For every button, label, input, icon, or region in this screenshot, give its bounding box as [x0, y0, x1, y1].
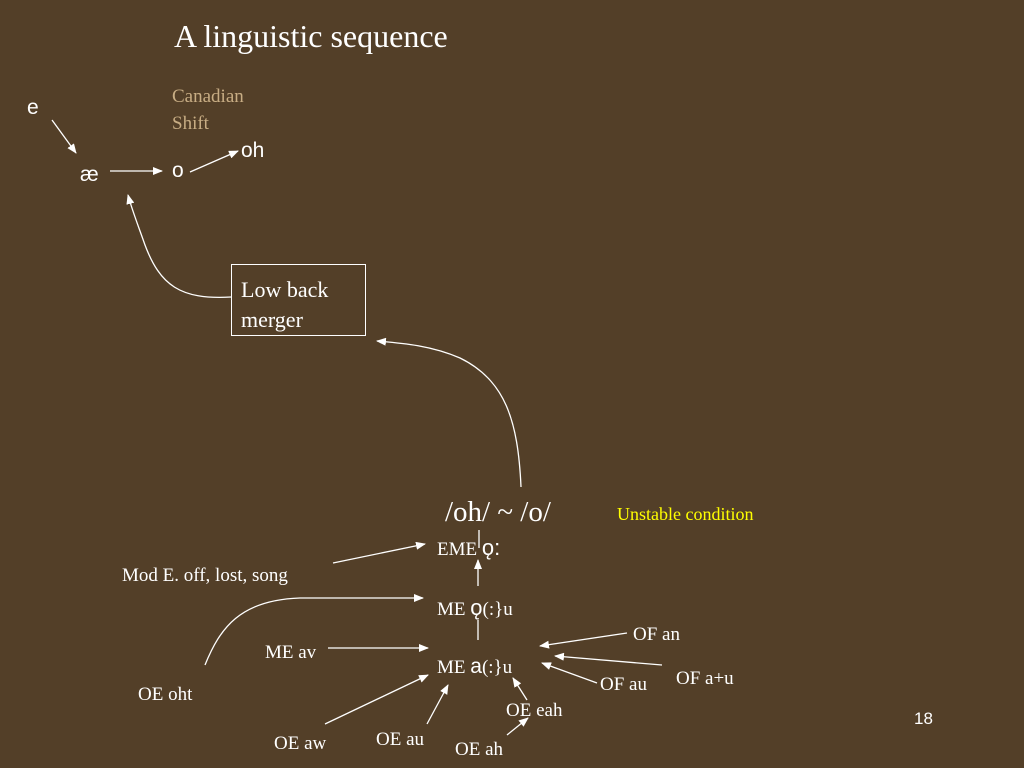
- me-ou-vowel: ǫ: [470, 595, 483, 620]
- me-au-vowel: a: [470, 655, 482, 678]
- source-oe-ah: OE ah: [455, 739, 504, 760]
- vowel-e: e: [27, 96, 39, 119]
- arrow-o-to-oh: [189, 150, 239, 173]
- source-oe-au: OE au: [376, 729, 425, 750]
- low-back-merger-box: Low back merger: [231, 264, 366, 336]
- canadian-shift-label-line1: Canadian: [172, 86, 244, 107]
- arrow-merger-to-ae: [126, 194, 232, 299]
- me-ou-prefix: ME: [437, 599, 471, 620]
- source-of-a-plus-u: OF a+u: [676, 668, 734, 689]
- page-number: 18: [914, 709, 933, 728]
- source-oe-oht: OE oht: [138, 684, 193, 705]
- vowel-o: o: [172, 159, 184, 182]
- merger-box-line2: merger: [241, 307, 303, 332]
- arrow-oh-to-merger: [376, 337, 522, 488]
- me-ou-suffix: (:}u: [482, 599, 513, 620]
- me-au-prefix: ME: [437, 657, 471, 678]
- unstable-condition-label: Unstable condition: [617, 504, 754, 524]
- me-au-suffix: (:}u: [481, 657, 513, 678]
- arrow-oeah-to-oeeah: [506, 717, 529, 736]
- arrow-mode-to-eme: [332, 541, 426, 564]
- me-ou-label: ME ǫ(:}u: [437, 595, 513, 620]
- source-me-av: ME av: [265, 642, 317, 663]
- arrow-ofan-to-meau: [539, 632, 628, 649]
- eme-vowel: ǫ:: [481, 535, 501, 560]
- eme-prefix: EME: [437, 539, 482, 560]
- source-oe-eah: OE eah: [506, 700, 563, 721]
- me-au-label: ME a(:}u: [437, 656, 512, 677]
- slide-title: A linguistic sequence: [174, 18, 448, 54]
- source-of-an: OF an: [633, 624, 680, 645]
- source-of-au: OF au: [600, 674, 647, 695]
- source-mod-e: Mod E. off, lost, song: [122, 565, 288, 586]
- arrow-oeau-to-meau: [426, 684, 449, 725]
- arrow-e-to-ae: [51, 119, 77, 154]
- oh-o-label: /oh/ ~ /o/: [445, 496, 551, 528]
- arrow-oeoht-to-meou: [204, 594, 424, 666]
- vowel-ae: æ: [80, 163, 99, 186]
- eme-label: EME ǫ:: [437, 535, 501, 560]
- arrow-oeaw-to-meau: [324, 674, 429, 725]
- canadian-shift-label-line2: Shift: [172, 113, 209, 134]
- arrow-oeeah-to-meau: [512, 677, 528, 701]
- vowel-oh: oh: [241, 139, 265, 162]
- arrow-ofau-to-meau: [541, 662, 598, 684]
- source-oe-aw: OE aw: [274, 733, 327, 754]
- merger-box-line1: Low back: [241, 277, 329, 302]
- arrow-ofau-plus-to-meau: [554, 652, 663, 666]
